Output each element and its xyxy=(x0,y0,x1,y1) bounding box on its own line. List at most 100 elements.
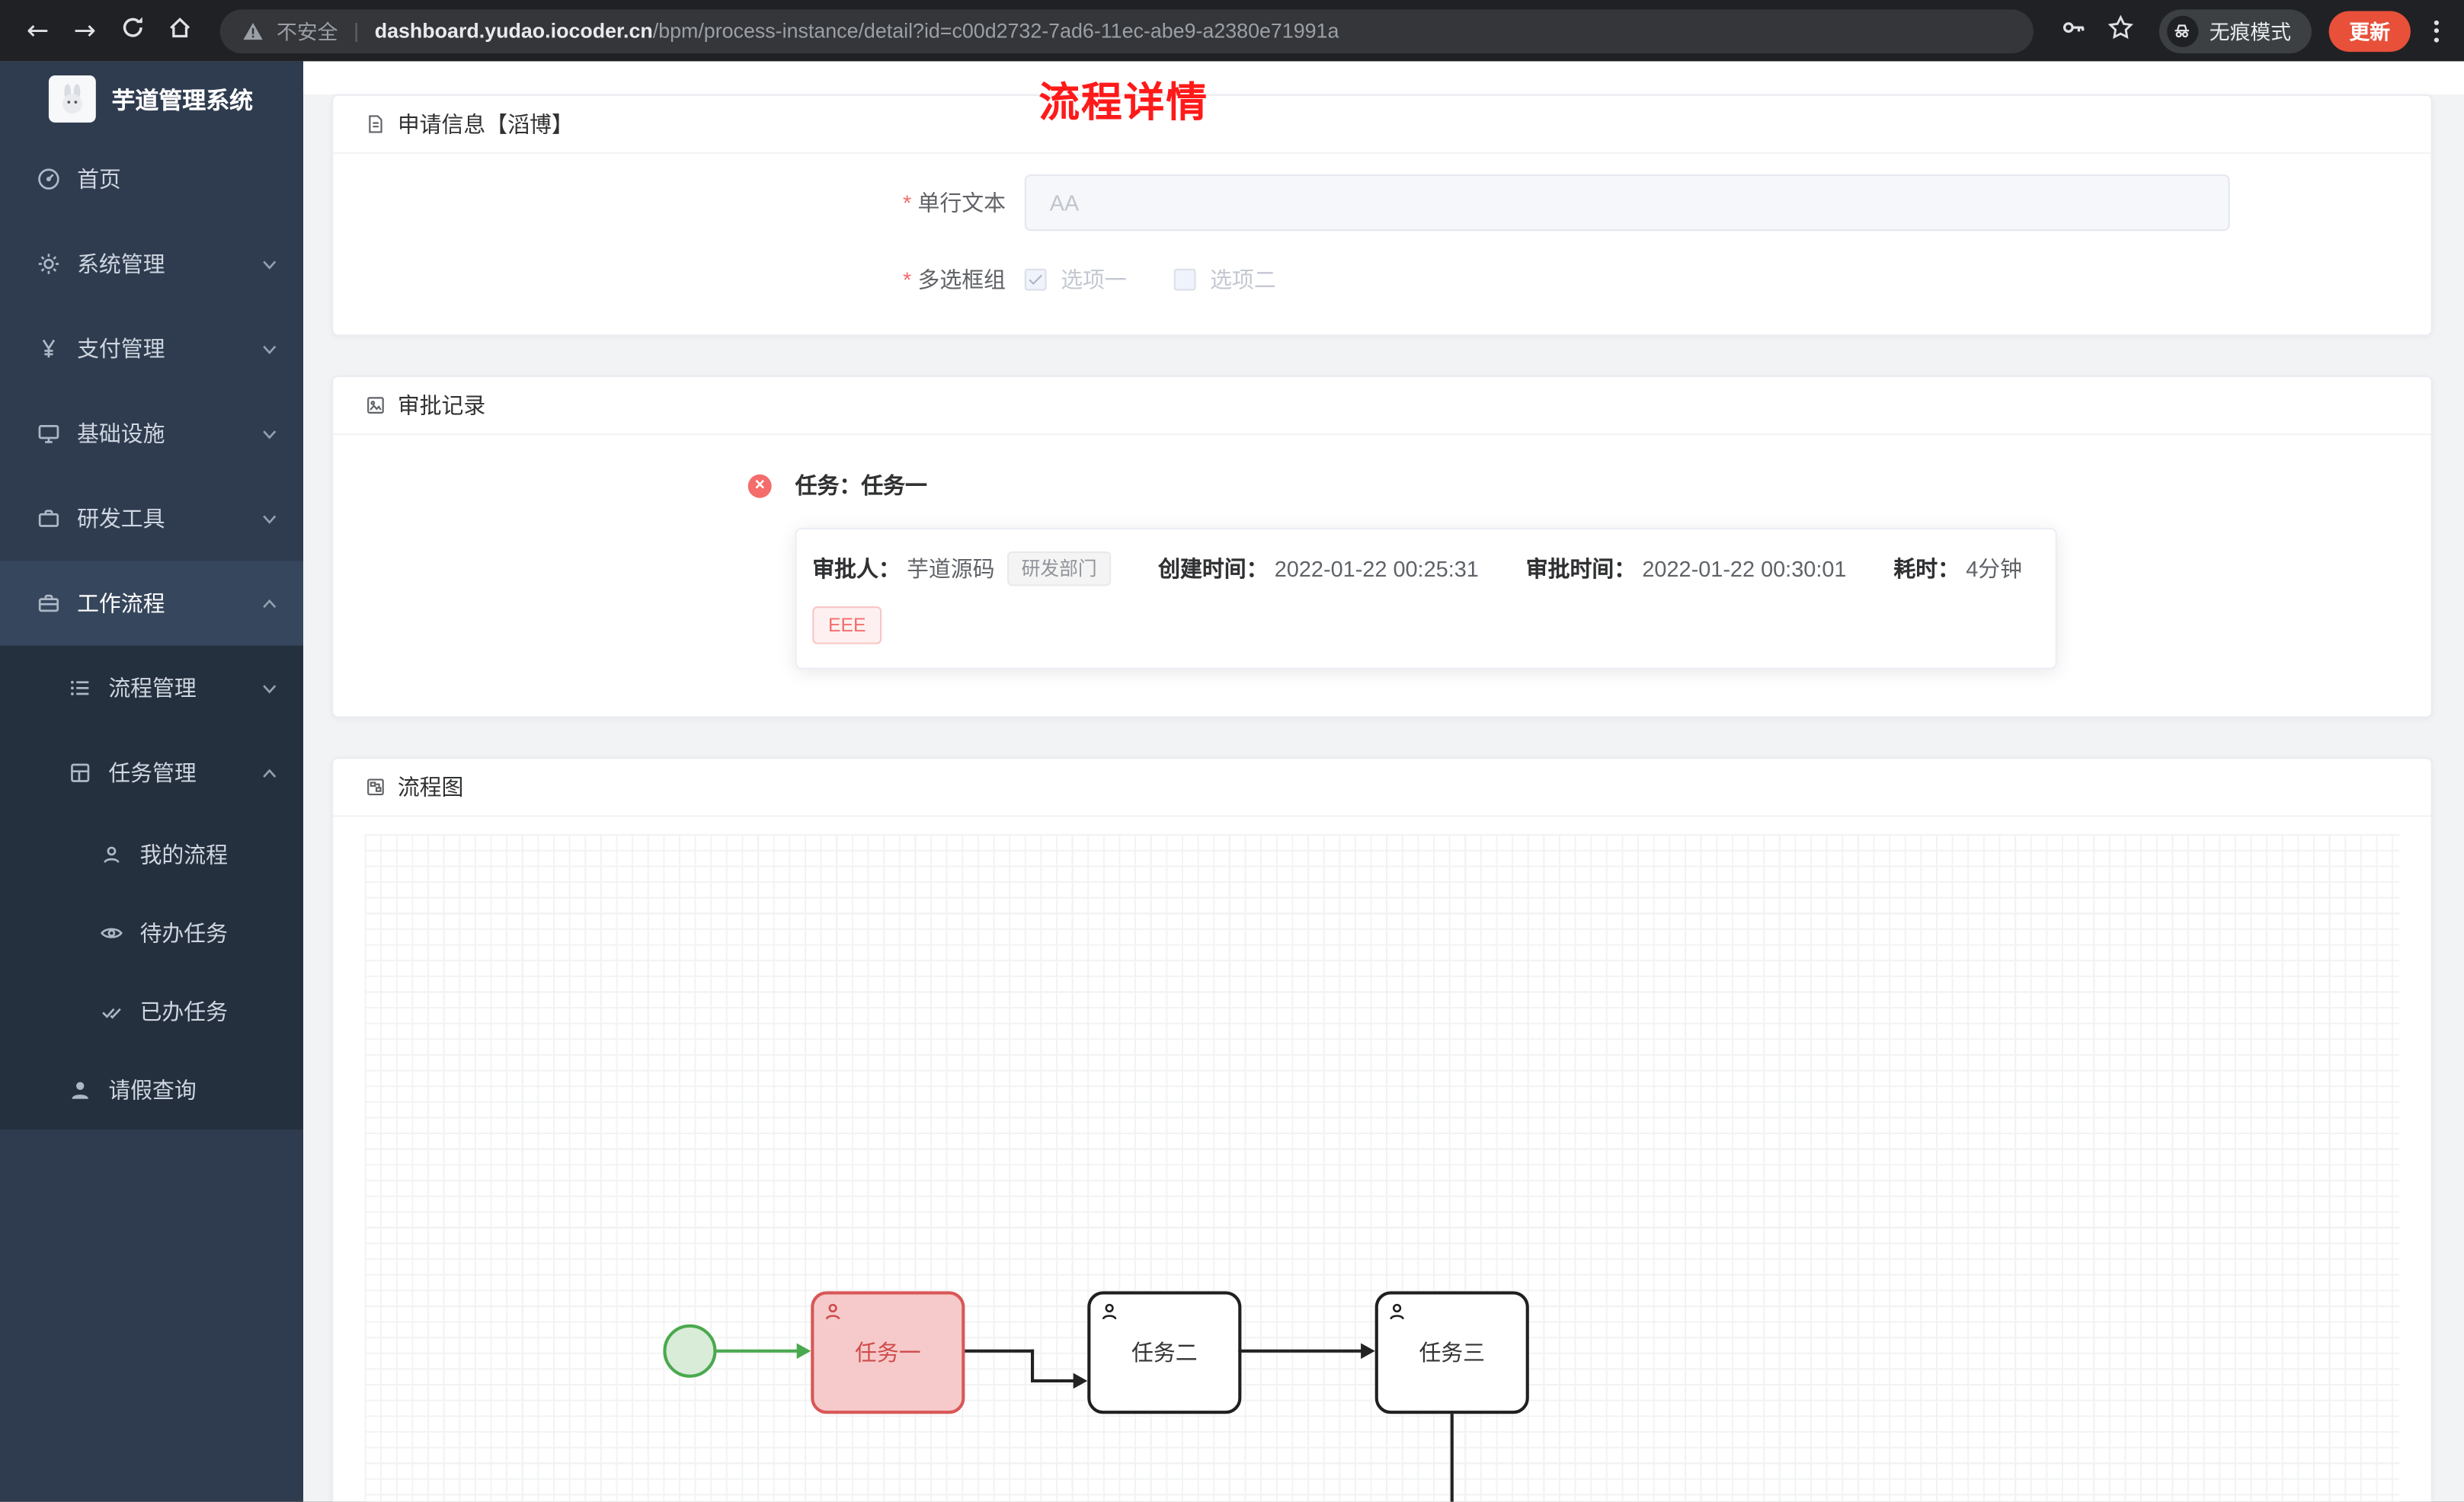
reload-button[interactable] xyxy=(110,8,154,53)
approval-records-card: 审批记录 × 任务：任务一 审批人：芋道源码 研发部门 xyxy=(331,375,2433,718)
bpmn-start-event[interactable] xyxy=(663,1324,717,1378)
task-grid-icon xyxy=(68,760,93,785)
task-error-icon: × xyxy=(747,473,772,497)
checkbox-option-1[interactable]: 选项一 xyxy=(1024,264,1127,296)
approve-time-group: 审批时间：2022-01-22 00:30:01 xyxy=(1525,556,1847,582)
chevron-down-icon xyxy=(259,254,280,274)
sidebar-menu: 首页 系统管理 支付管理 xyxy=(0,136,304,1130)
sidebar-item-task-management[interactable]: 任务管理 xyxy=(0,730,304,816)
document-icon xyxy=(365,113,387,136)
chevron-down-icon xyxy=(259,338,280,359)
task-title: 任务：任务一 xyxy=(795,472,927,498)
url-text: dashboard.yudao.iocoder.cn/bpm/process-i… xyxy=(375,19,1339,43)
main-content: 流程详情 申请信息【滔博】 *单行文本 *多选框组 xyxy=(303,61,2464,1502)
apply-info-title: 申请信息【滔博】 xyxy=(397,111,574,137)
form-row-checkbox: *多选框组 选项一 选项二 xyxy=(365,264,2400,296)
flow-line-task1-to-task2 xyxy=(1031,1349,1035,1382)
approval-records-header: 审批记录 xyxy=(333,377,2431,436)
apply-info-card: 申请信息【滔博】 *单行文本 *多选框组 选项一 xyxy=(331,94,2433,337)
bookmark-button[interactable] xyxy=(2099,8,2143,53)
star-icon xyxy=(2108,14,2135,48)
forward-arrow-icon: → xyxy=(73,14,97,46)
process-diagram-title: 流程图 xyxy=(397,774,464,800)
double-check-icon xyxy=(99,999,124,1024)
url-domain: dashboard.yudao.iocoder.cn xyxy=(374,18,653,43)
checkbox-group: 选项一 选项二 xyxy=(1024,264,1276,296)
incognito-icon xyxy=(2167,14,2199,46)
bpmn-task-3[interactable]: 任务三 xyxy=(1374,1291,1529,1414)
create-time-group: 创建时间：2022-01-22 00:25:31 xyxy=(1158,556,1479,582)
sidebar-item-infra[interactable]: 基础设施 xyxy=(0,391,303,476)
sidebar-item-process-management[interactable]: 流程管理 xyxy=(0,645,304,731)
url-path: /bpm/process-instance/detail?id=c00d2732… xyxy=(652,18,1339,43)
reload-icon xyxy=(119,14,146,48)
sidebar: 芋道管理系统 首页 系统管理 xyxy=(0,61,304,1502)
briefcase-icon xyxy=(36,591,61,616)
checkbox-group-label: *多选框组 xyxy=(903,267,1006,292)
person-circle-icon xyxy=(99,842,124,868)
user-task-icon xyxy=(822,1301,844,1323)
process-diagram-header: 流程图 xyxy=(333,759,2431,817)
password-key-button[interactable] xyxy=(2053,8,2097,53)
update-button[interactable]: 更新 xyxy=(2328,10,2411,52)
diagram-icon xyxy=(365,776,387,798)
sidebar-item-my-process[interactable]: 我的流程 xyxy=(0,815,304,894)
approval-records-title: 审批记录 xyxy=(397,392,486,418)
back-button[interactable]: ← xyxy=(16,8,60,53)
sidebar-item-todo-tasks[interactable]: 待办任务 xyxy=(0,893,304,973)
approval-timeline: × 任务：任务一 审批人：芋道源码 研发部门 创建时间：2022-01-22 0 xyxy=(747,470,2400,670)
flow-line-task2-to-task3 xyxy=(1238,1349,1363,1353)
text-field-label: *单行文本 xyxy=(903,190,1006,216)
comment-tag: EEE xyxy=(812,606,882,644)
record-icon xyxy=(365,395,387,417)
flow-line-task3-down xyxy=(1450,1414,1454,1502)
toolbox-icon xyxy=(36,506,61,531)
single-line-text-input[interactable] xyxy=(1024,174,2230,232)
home-button[interactable] xyxy=(157,8,201,53)
incognito-badge: 无痕模式 xyxy=(2158,8,2312,53)
flow-line-task1-to-task2 xyxy=(965,1349,1035,1353)
omnibox-separator: | xyxy=(354,18,360,43)
chevron-down-icon xyxy=(259,678,280,698)
monitor-icon xyxy=(36,421,61,446)
flow-arrowhead xyxy=(1361,1343,1375,1360)
gear-icon xyxy=(36,251,61,276)
approver-group: 审批人：芋道源码 研发部门 xyxy=(812,551,1112,586)
sidebar-item-devtools[interactable]: 研发工具 xyxy=(0,476,303,561)
page-title: 流程详情 xyxy=(1038,78,1209,126)
sidebar-item-workflow[interactable]: 工作流程 xyxy=(0,561,304,646)
user-task-icon xyxy=(1386,1301,1408,1323)
chevron-down-icon xyxy=(259,508,280,529)
sidebar-item-system[interactable]: 系统管理 xyxy=(0,222,303,306)
home-icon xyxy=(166,14,193,48)
form-row-text: *单行文本 xyxy=(365,174,2400,232)
flow-line-start-to-task1 xyxy=(716,1349,798,1353)
chevron-up-icon xyxy=(259,762,280,783)
bpmn-task-1[interactable]: 任务一 xyxy=(811,1291,965,1414)
sidebar-item-done-tasks[interactable]: 已办任务 xyxy=(0,972,304,1051)
address-bar[interactable]: 不安全 | dashboard.yudao.iocoder.cn/bpm/pro… xyxy=(219,8,2034,53)
checkbox-option-2[interactable]: 选项二 xyxy=(1173,264,1276,296)
forward-button[interactable]: → xyxy=(63,8,107,53)
flow-arrowhead xyxy=(796,1343,811,1360)
approval-detail-card: 审批人：芋道源码 研发部门 创建时间：2022-01-22 00:25:31 审… xyxy=(795,528,2057,670)
user-task-icon xyxy=(1099,1301,1121,1323)
browser-menu-dots-icon[interactable] xyxy=(2424,10,2448,51)
apply-info-header: 申请信息【滔博】 xyxy=(333,96,2431,155)
not-secure-warning-icon xyxy=(243,22,263,40)
sidebar-item-payment[interactable]: 支付管理 xyxy=(0,306,303,391)
required-asterisk: * xyxy=(903,190,912,216)
process-list-icon xyxy=(68,676,93,701)
back-arrow-icon: ← xyxy=(26,14,50,46)
sidebar-item-leave-query[interactable]: 请假查询 xyxy=(0,1050,304,1130)
checkbox-checked-icon xyxy=(1024,268,1047,291)
yen-icon xyxy=(36,336,61,361)
bpmn-task-2[interactable]: 任务二 xyxy=(1087,1291,1242,1414)
process-diagram-card: 流程图 任务一 xyxy=(331,757,2433,1502)
sidebar-item-home[interactable]: 首页 xyxy=(0,136,303,221)
incognito-label: 无痕模式 xyxy=(2209,20,2292,44)
department-tag: 研发部门 xyxy=(1007,551,1112,586)
checkbox-unchecked-icon xyxy=(1173,268,1196,291)
security-label: 不安全 xyxy=(277,20,338,44)
bpmn-canvas[interactable]: 任务一 任务二 xyxy=(364,834,2400,1502)
